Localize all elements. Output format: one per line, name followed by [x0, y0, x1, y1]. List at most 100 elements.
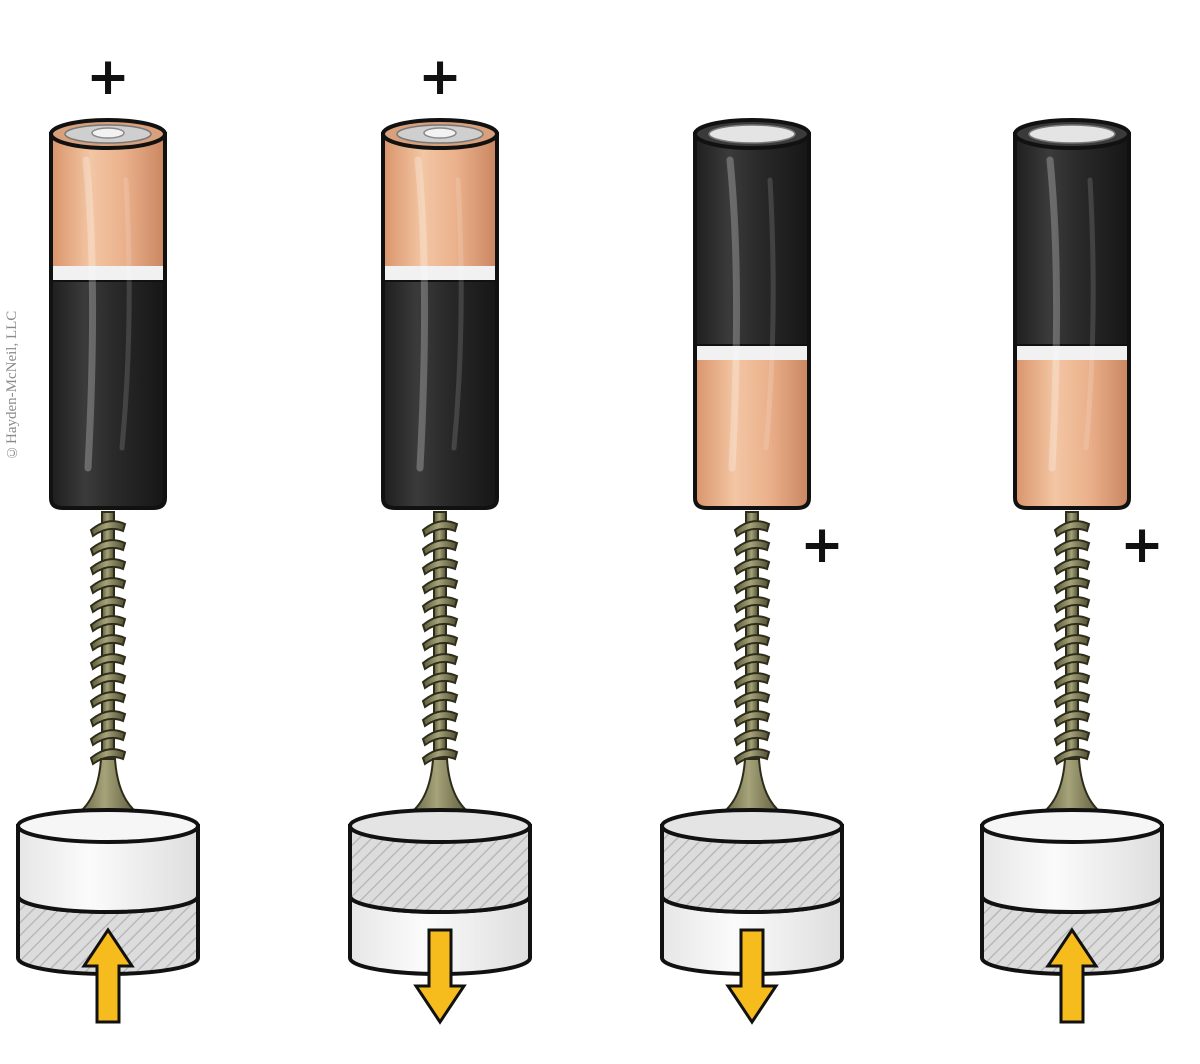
- battery-terminal: [1028, 124, 1116, 144]
- battery-band: [53, 266, 163, 280]
- screw-thread: [733, 748, 771, 766]
- arrow-down-icon: [413, 928, 467, 1025]
- screw-head: [402, 758, 478, 817]
- magnet-field-arrow: [1045, 927, 1099, 1024]
- screw-thread: [1053, 615, 1091, 633]
- battery-highlight: [82, 156, 97, 472]
- battery-screw-magnet-setup: +: [660, 118, 844, 1025]
- battery-band: [385, 266, 495, 280]
- screw-thread: [733, 653, 771, 671]
- screw-thread: [1053, 634, 1091, 652]
- screw-thread: [733, 596, 771, 614]
- screw-thread: [421, 653, 459, 671]
- screw-thread: [1053, 748, 1091, 766]
- screw-thread: [421, 710, 459, 728]
- screw-thread: [1053, 672, 1091, 690]
- battery-upper-section: [381, 132, 499, 282]
- screw-thread: [733, 729, 771, 747]
- magnet-top-face: [16, 808, 200, 844]
- battery-icon: [381, 118, 499, 510]
- screw-thread: [89, 748, 127, 766]
- screw-icon: [70, 511, 146, 817]
- screw-thread: [89, 520, 127, 538]
- copyright-credit: ©Hayden-McNeil, LLC: [4, 310, 20, 460]
- battery-band: [697, 346, 807, 360]
- screw-thread: [1053, 710, 1091, 728]
- screw-head: [1034, 758, 1110, 817]
- screw-thread: [421, 691, 459, 709]
- screw-thread: [89, 691, 127, 709]
- screw-icon: [402, 511, 478, 817]
- screw-thread: [89, 539, 127, 557]
- battery-band: [1017, 346, 1127, 360]
- screw-thread: [733, 615, 771, 633]
- screw-thread: [89, 653, 127, 671]
- arrow-up-icon: [81, 927, 135, 1024]
- battery-icon: [1013, 118, 1131, 510]
- screw-thread: [89, 577, 127, 595]
- screw-thread: [733, 672, 771, 690]
- battery-upper-section: [1013, 132, 1131, 348]
- magnet-field-arrow: [413, 928, 467, 1025]
- screw-thread: [421, 539, 459, 557]
- battery-highlight: [451, 177, 464, 451]
- screw-thread: [421, 520, 459, 538]
- screw-thread: [733, 710, 771, 728]
- screw-thread: [733, 558, 771, 576]
- battery-positive-nub: [91, 127, 125, 139]
- magnet-upper-pole: [660, 824, 844, 914]
- battery-screw-magnet-setup: +: [348, 47, 532, 1025]
- screw-thread: [733, 520, 771, 538]
- battery-screw-magnet-setup: +: [16, 47, 200, 1024]
- battery-highlight: [414, 156, 429, 472]
- battery-lower-section: [381, 278, 499, 510]
- battery-lower-section: [693, 344, 811, 510]
- screw-thread: [421, 615, 459, 633]
- battery-upper-section: [693, 132, 811, 348]
- magnet-upper-pole: [980, 824, 1164, 914]
- screw-thread: [1053, 558, 1091, 576]
- battery-icon: [693, 118, 811, 510]
- screw-thread: [421, 748, 459, 766]
- battery-icon: [49, 118, 167, 510]
- arrow-down-icon: [725, 928, 779, 1025]
- screw-head: [714, 758, 790, 817]
- magnet-upper-pole: [16, 824, 200, 914]
- battery-highlight: [1046, 156, 1061, 472]
- screw-thread: [1053, 577, 1091, 595]
- screw-icon: [1034, 511, 1110, 817]
- screw-head: [70, 758, 146, 817]
- battery-lower-section: [49, 278, 167, 510]
- screw-thread: [1053, 729, 1091, 747]
- magnet-field-arrow: [81, 927, 135, 1024]
- screw-thread: [421, 634, 459, 652]
- screw-thread: [733, 539, 771, 557]
- arrow-up-icon: [1045, 927, 1099, 1024]
- battery-highlight: [119, 177, 132, 451]
- magnet-field-arrow: [725, 928, 779, 1025]
- screw-icon: [714, 511, 790, 817]
- magnet-top-face: [980, 808, 1164, 844]
- plus-sign: +: [86, 47, 130, 107]
- battery-positive-nub: [423, 127, 457, 139]
- screw-thread: [1053, 653, 1091, 671]
- magnet-top-face: [660, 808, 844, 844]
- screw-thread: [1053, 539, 1091, 557]
- battery-terminal: [708, 124, 796, 144]
- screw-thread: [733, 691, 771, 709]
- screw-thread: [89, 672, 127, 690]
- screw-thread: [421, 672, 459, 690]
- battery-screw-magnet-setup: +: [980, 118, 1164, 1024]
- screw-thread: [1053, 596, 1091, 614]
- battery-highlight: [726, 156, 741, 472]
- screw-thread: [89, 596, 127, 614]
- screw-thread: [89, 634, 127, 652]
- plus-sign: +: [1120, 515, 1164, 575]
- battery-highlight: [763, 177, 776, 451]
- magnet-upper-pole: [348, 824, 532, 914]
- screw-thread: [89, 729, 127, 747]
- screw-thread: [421, 596, 459, 614]
- screw-thread: [421, 577, 459, 595]
